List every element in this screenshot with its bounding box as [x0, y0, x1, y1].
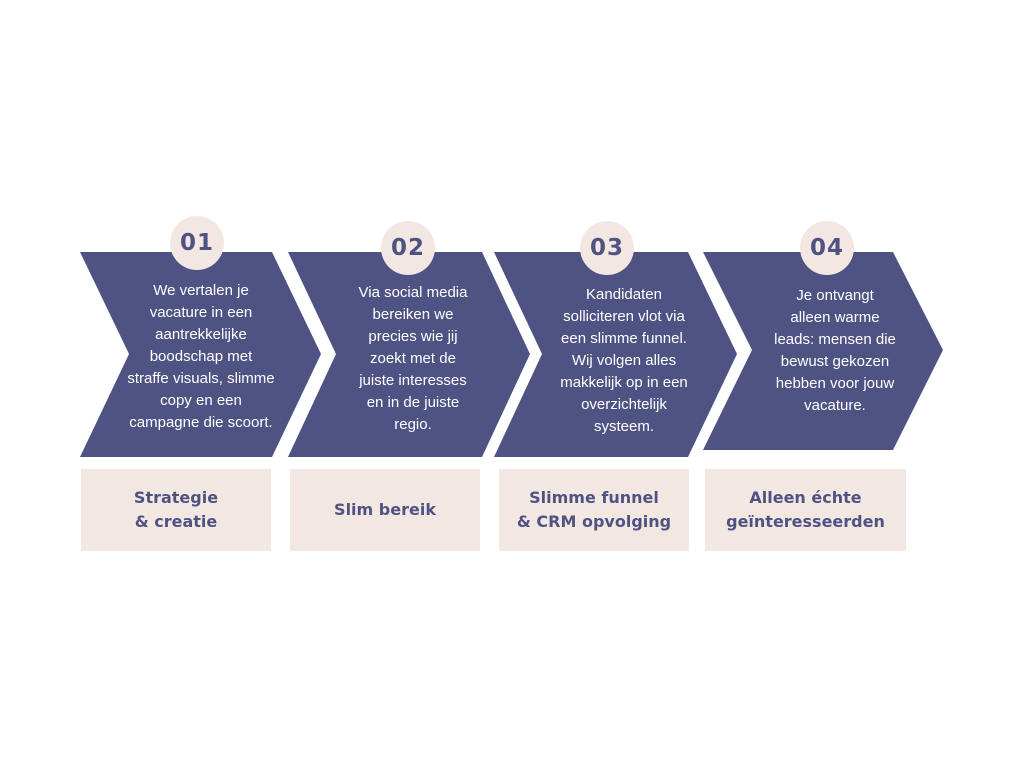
chevron-step-2	[288, 252, 530, 457]
step-description: We vertalen je vacature in een aantrekke…	[127, 282, 275, 431]
step-number-badge: 04	[800, 221, 854, 275]
step-number-badge: 03	[580, 221, 634, 275]
step-number-badge: 01	[170, 216, 224, 270]
chevron-step-1	[80, 252, 321, 457]
step-label-box: Slimme funnel & CRM opvolging	[499, 469, 689, 551]
step-label-box: Slim bereik	[290, 469, 480, 551]
step-label: Slimme funnel & CRM opvolging	[516, 488, 672, 531]
step-description: Je ontvangt alleen warme leads: mensen d…	[774, 287, 896, 414]
chevron-step-4	[703, 252, 943, 450]
step-description: Via social media bereiken we precies wie…	[358, 284, 468, 433]
step-description: Kandidaten solliciteren vlot via een sli…	[560, 286, 688, 435]
chevron-step-3	[494, 252, 737, 457]
step-label-box: Strategie & creatie	[81, 469, 271, 551]
step-label: Strategie & creatie	[133, 488, 219, 531]
step-label: Slim bereik	[334, 500, 436, 519]
step-label-box: Alleen échte geïnteresseerden	[705, 469, 906, 551]
step-number-badge: 02	[381, 221, 435, 275]
step-label: Alleen échte geïnteresseerden	[726, 488, 885, 531]
